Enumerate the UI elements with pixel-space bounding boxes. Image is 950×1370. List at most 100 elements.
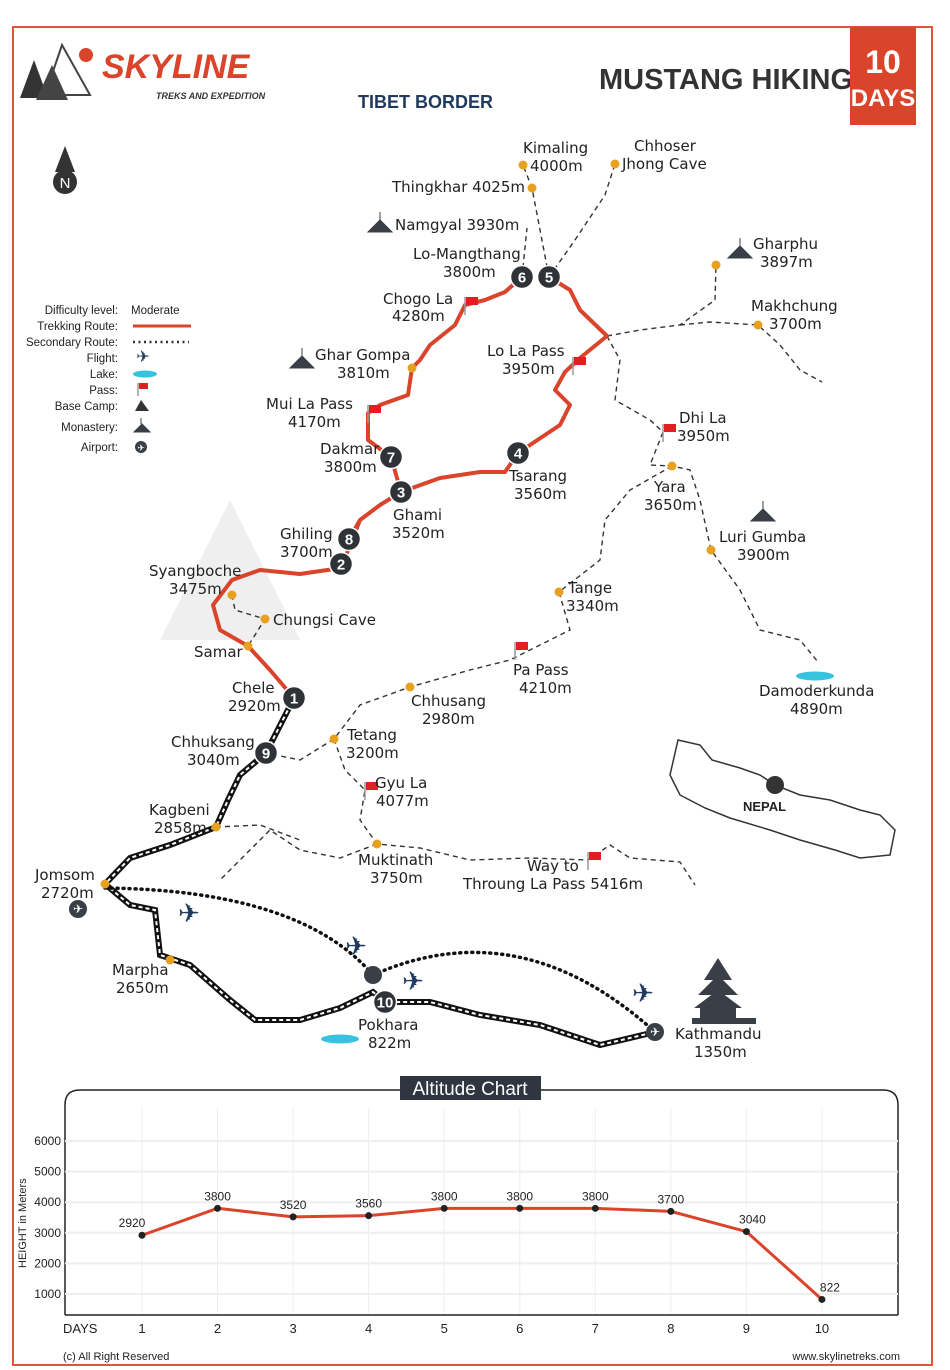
place-altitude: 3800m	[324, 458, 377, 476]
place-name: Chungsi Cave	[273, 611, 376, 629]
place-altitude: 3897m	[760, 253, 813, 271]
pass-flag-icon	[367, 405, 381, 423]
place-name: Kagbeni	[149, 801, 210, 819]
nepal-label: NEPAL	[743, 799, 786, 814]
place-name: Ghami	[393, 506, 442, 524]
plane-icon: ✈	[345, 932, 367, 962]
altitude-point	[214, 1204, 222, 1212]
website-link[interactable]: www.skylinetreks.com	[791, 1351, 900, 1363]
day-badge-number: 10	[377, 995, 394, 1012]
place-name: Samar	[194, 643, 244, 661]
chart-y-axis-label: HEIGHT in Meters	[17, 1178, 29, 1268]
legend-pass: Pass:	[89, 385, 118, 397]
tree-icon	[36, 65, 68, 100]
place-name: Gharphu	[753, 235, 818, 253]
place-altitude: 3900m	[737, 546, 790, 564]
place-name: Tetang	[346, 726, 397, 744]
altitude-point	[289, 1213, 297, 1221]
place-name: Dakmar	[320, 440, 380, 458]
legend-trekking: Trekking Route:	[37, 321, 118, 333]
place-altitude: 4000m	[530, 157, 583, 175]
location-dot-icon	[165, 955, 175, 965]
place-name: Chhuksang	[171, 733, 255, 751]
nepal-outline	[669, 739, 896, 859]
place-chungsi-cave: Chungsi Cave	[273, 611, 376, 629]
place-name: Lo-Mangthang	[413, 245, 521, 263]
place-altitude: 3340m	[566, 597, 619, 615]
location-dot-icon	[372, 839, 382, 849]
altitude-point	[667, 1207, 675, 1215]
x-tick-label: 5	[441, 1321, 448, 1336]
place-name: Chhoser	[634, 137, 697, 155]
location-dot-icon	[518, 160, 528, 170]
place-name: Namgyal 3930m	[395, 216, 519, 234]
days-box	[850, 27, 916, 125]
place-name: Tsarang	[508, 467, 567, 485]
x-tick-label: 6	[516, 1321, 523, 1336]
location-dot-icon	[227, 590, 237, 600]
watermark-logo	[160, 500, 300, 640]
legend-difficulty-value: Moderate	[131, 305, 180, 317]
x-tick-label: 3	[289, 1321, 296, 1336]
day-badge-number: 9	[262, 746, 270, 763]
altitude-data-label: 3700	[657, 1192, 684, 1206]
place-name: Lo La Pass	[487, 342, 565, 360]
place-name: Marpha	[112, 961, 169, 979]
altitude-data-label: 3800	[506, 1189, 533, 1203]
watermark-mountain	[160, 500, 300, 640]
place-name: Makhchung	[751, 297, 838, 315]
pass-flag-icon	[662, 424, 676, 442]
place-name: Chele	[232, 679, 275, 697]
place-name: Thingkhar 4025m	[391, 178, 525, 196]
altitude-data-label: 3040	[739, 1213, 766, 1227]
location-dot-icon	[100, 879, 110, 889]
place-name: Damoderkunda	[759, 682, 874, 700]
place-samar: Samar	[194, 643, 244, 661]
day-badge-7: 7	[378, 444, 404, 470]
place-altitude: 2858m	[154, 819, 207, 837]
day-badge-6: 6	[509, 264, 535, 290]
x-tick-label: 1	[138, 1321, 145, 1336]
day-badge-number: 1	[290, 691, 298, 708]
road-route-center	[103, 697, 656, 1047]
place-name: Ghar Gompa	[315, 346, 410, 364]
place-altitude: 1350m	[694, 1043, 747, 1061]
compass-letter: N	[60, 175, 71, 192]
copyright: (c) All Right Reserved	[63, 1351, 169, 1363]
location-dot-icon	[667, 461, 677, 471]
altitude-data-label: 3800	[431, 1189, 458, 1203]
airport-icon: ✈	[69, 900, 87, 918]
place-altitude: 3650m	[644, 496, 697, 514]
location-dot-icon	[711, 260, 721, 270]
place-name: Yara	[653, 478, 686, 496]
day-badge-5: 5	[536, 264, 562, 290]
monastery-icon	[132, 418, 152, 433]
place-name: Pa Pass	[513, 661, 569, 679]
pass-flag-icon	[587, 852, 601, 870]
x-tick-label: 9	[743, 1321, 750, 1336]
day-badge-number: 8	[345, 532, 353, 549]
place-altitude: 3040m	[187, 751, 240, 769]
altitude-point	[591, 1204, 599, 1212]
location-dot-icon	[753, 320, 763, 330]
legend-base-camp: Base Camp:	[55, 401, 118, 413]
monastery-icon	[749, 501, 777, 522]
day-badge-3: 3	[388, 479, 414, 505]
place-altitude: 4170m	[288, 413, 341, 431]
y-tick-label: 5000	[34, 1165, 61, 1179]
day-badge-10: 10	[372, 989, 398, 1015]
location-dot-icon	[329, 734, 339, 744]
